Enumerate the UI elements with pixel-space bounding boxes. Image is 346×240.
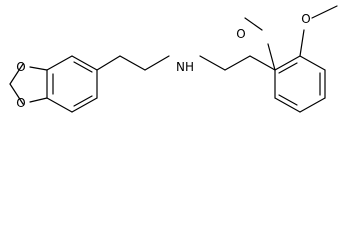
double-bond-inner bbox=[278, 62, 298, 74]
bond bbox=[244, 17, 263, 31]
bond bbox=[96, 55, 121, 71]
bond bbox=[46, 55, 73, 71]
bond bbox=[144, 55, 170, 71]
double-bond-inner bbox=[73, 61, 93, 73]
bond bbox=[9, 63, 24, 85]
atom-label-oxygen: O bbox=[301, 12, 310, 26]
bond bbox=[299, 29, 305, 57]
bond bbox=[274, 97, 301, 113]
bond bbox=[199, 55, 226, 71]
bond bbox=[9, 83, 24, 105]
bond bbox=[29, 66, 48, 71]
atom-label-oxygen: O bbox=[16, 60, 25, 74]
bond bbox=[46, 97, 73, 113]
atom-label-oxygen: O bbox=[236, 27, 245, 41]
double-bond-inner bbox=[73, 95, 93, 107]
bond bbox=[249, 55, 276, 71]
bond bbox=[119, 55, 146, 71]
bond bbox=[71, 55, 98, 71]
bond bbox=[299, 97, 326, 113]
bond bbox=[311, 5, 338, 19]
bond bbox=[224, 55, 251, 71]
atom-label-oxygen: O bbox=[16, 96, 25, 110]
bond bbox=[71, 97, 98, 113]
bond bbox=[299, 55, 326, 71]
atom-label-amine: NH bbox=[176, 60, 194, 74]
bond bbox=[29, 97, 48, 103]
chemical-structure-diagram: O O NH O O bbox=[9, 5, 338, 113]
bond bbox=[267, 43, 276, 71]
bond bbox=[274, 55, 301, 71]
double-bond-inner bbox=[278, 94, 298, 106]
